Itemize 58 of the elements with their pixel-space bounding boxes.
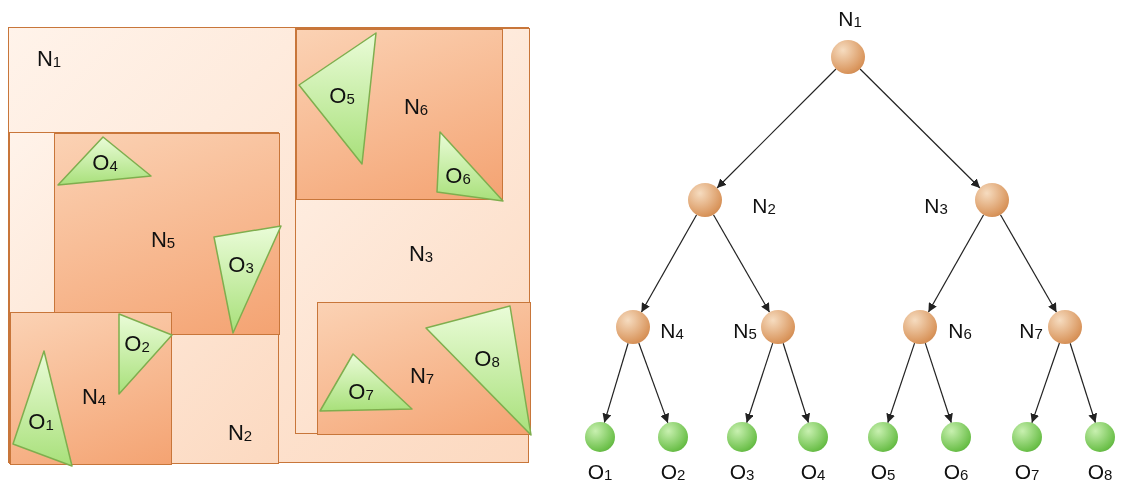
- arrow: [745, 342, 774, 424]
- arrow: [927, 214, 985, 313]
- node-label: O$_{6}$: [943, 460, 969, 482]
- arrow: [1069, 342, 1097, 424]
- node-label: N$_{4}$: [660, 319, 684, 341]
- arrow: [638, 342, 670, 424]
- arrow: [712, 214, 771, 313]
- bounding-box: [317, 302, 531, 435]
- tree-node-circle: [941, 422, 971, 452]
- node-label: N$_{7}$: [1019, 319, 1043, 341]
- arrow: [716, 68, 837, 189]
- tree-node-circle: [761, 310, 795, 344]
- tree-node-circle: [868, 422, 898, 452]
- arrow: [1030, 342, 1061, 424]
- node-label: O$_{4}$: [800, 460, 826, 482]
- tree-node-circle: [585, 422, 615, 452]
- tree-node-circle: [975, 183, 1009, 217]
- node-label: O$_{2}$: [660, 460, 686, 482]
- triangle-object: [57, 136, 152, 186]
- tree-node-circle: [1085, 422, 1115, 452]
- arrow: [602, 342, 629, 424]
- tree-node-circle: [831, 40, 865, 74]
- node-label: N$_{6}$: [948, 319, 972, 341]
- triangle-object: [319, 353, 413, 412]
- triangle-object: [213, 225, 282, 334]
- node-label: N$_{1}$: [838, 7, 862, 29]
- bounding-box: [54, 133, 280, 335]
- node-label: N$_{5}$: [733, 319, 757, 341]
- tree-node-circle: [658, 422, 688, 452]
- tree-node-circle: [798, 422, 828, 452]
- node-label: O$_{3}$: [729, 460, 755, 482]
- bounding-box: [295, 28, 530, 434]
- bounding-box: [296, 29, 503, 200]
- tree-node-circle: [903, 310, 937, 344]
- node-label: N$_{2}$: [752, 194, 776, 216]
- node-label: O$_{8}$: [1087, 460, 1113, 482]
- triangle-object: [12, 350, 73, 467]
- tree-node-circle: [688, 183, 722, 217]
- node-label: O$_{7}$: [1014, 460, 1040, 482]
- triangle-object: [118, 313, 173, 395]
- arrow: [924, 342, 953, 424]
- tree-node-circle: [1048, 310, 1082, 344]
- node-label: O$_{1}$: [587, 460, 613, 482]
- bounding-box: [10, 312, 172, 465]
- node-label: O$_{5}$: [870, 460, 896, 482]
- arrow: [999, 214, 1058, 313]
- arrow: [640, 214, 698, 313]
- arrow: [782, 342, 810, 424]
- triangle-object: [298, 32, 377, 165]
- tree-node-circle: [616, 310, 650, 344]
- tree-node-circle: [727, 422, 757, 452]
- triangle-object: [425, 305, 532, 436]
- node-label: N$_{3}$: [924, 194, 948, 216]
- tree-node-circle: [1012, 422, 1042, 452]
- arrow: [859, 68, 981, 189]
- bounding-box: [9, 132, 279, 464]
- triangle-object: [436, 131, 504, 202]
- arrow: [886, 342, 916, 424]
